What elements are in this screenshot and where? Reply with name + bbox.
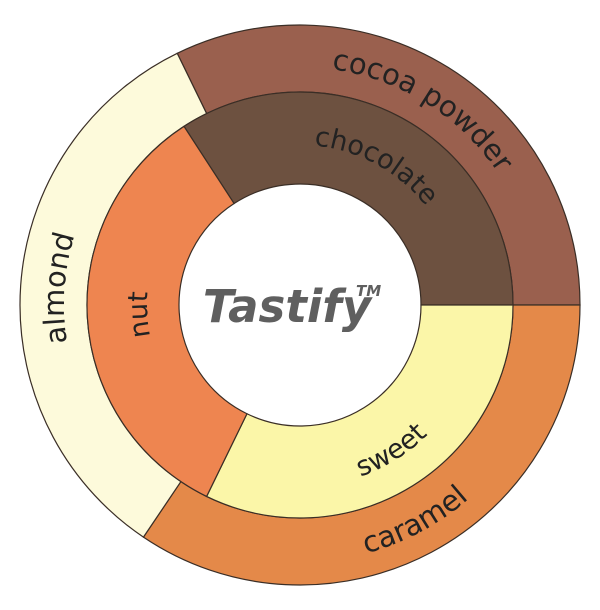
inner-segment-chocolate xyxy=(183,91,514,306)
wheel-segments xyxy=(19,24,581,586)
inner-label-nut: nut xyxy=(123,291,157,340)
center-brand: Tastify xyxy=(203,280,373,333)
center-trademark: TM xyxy=(356,282,381,300)
inner-segment-nut xyxy=(86,125,248,498)
inner-segment-sweet xyxy=(205,304,514,519)
